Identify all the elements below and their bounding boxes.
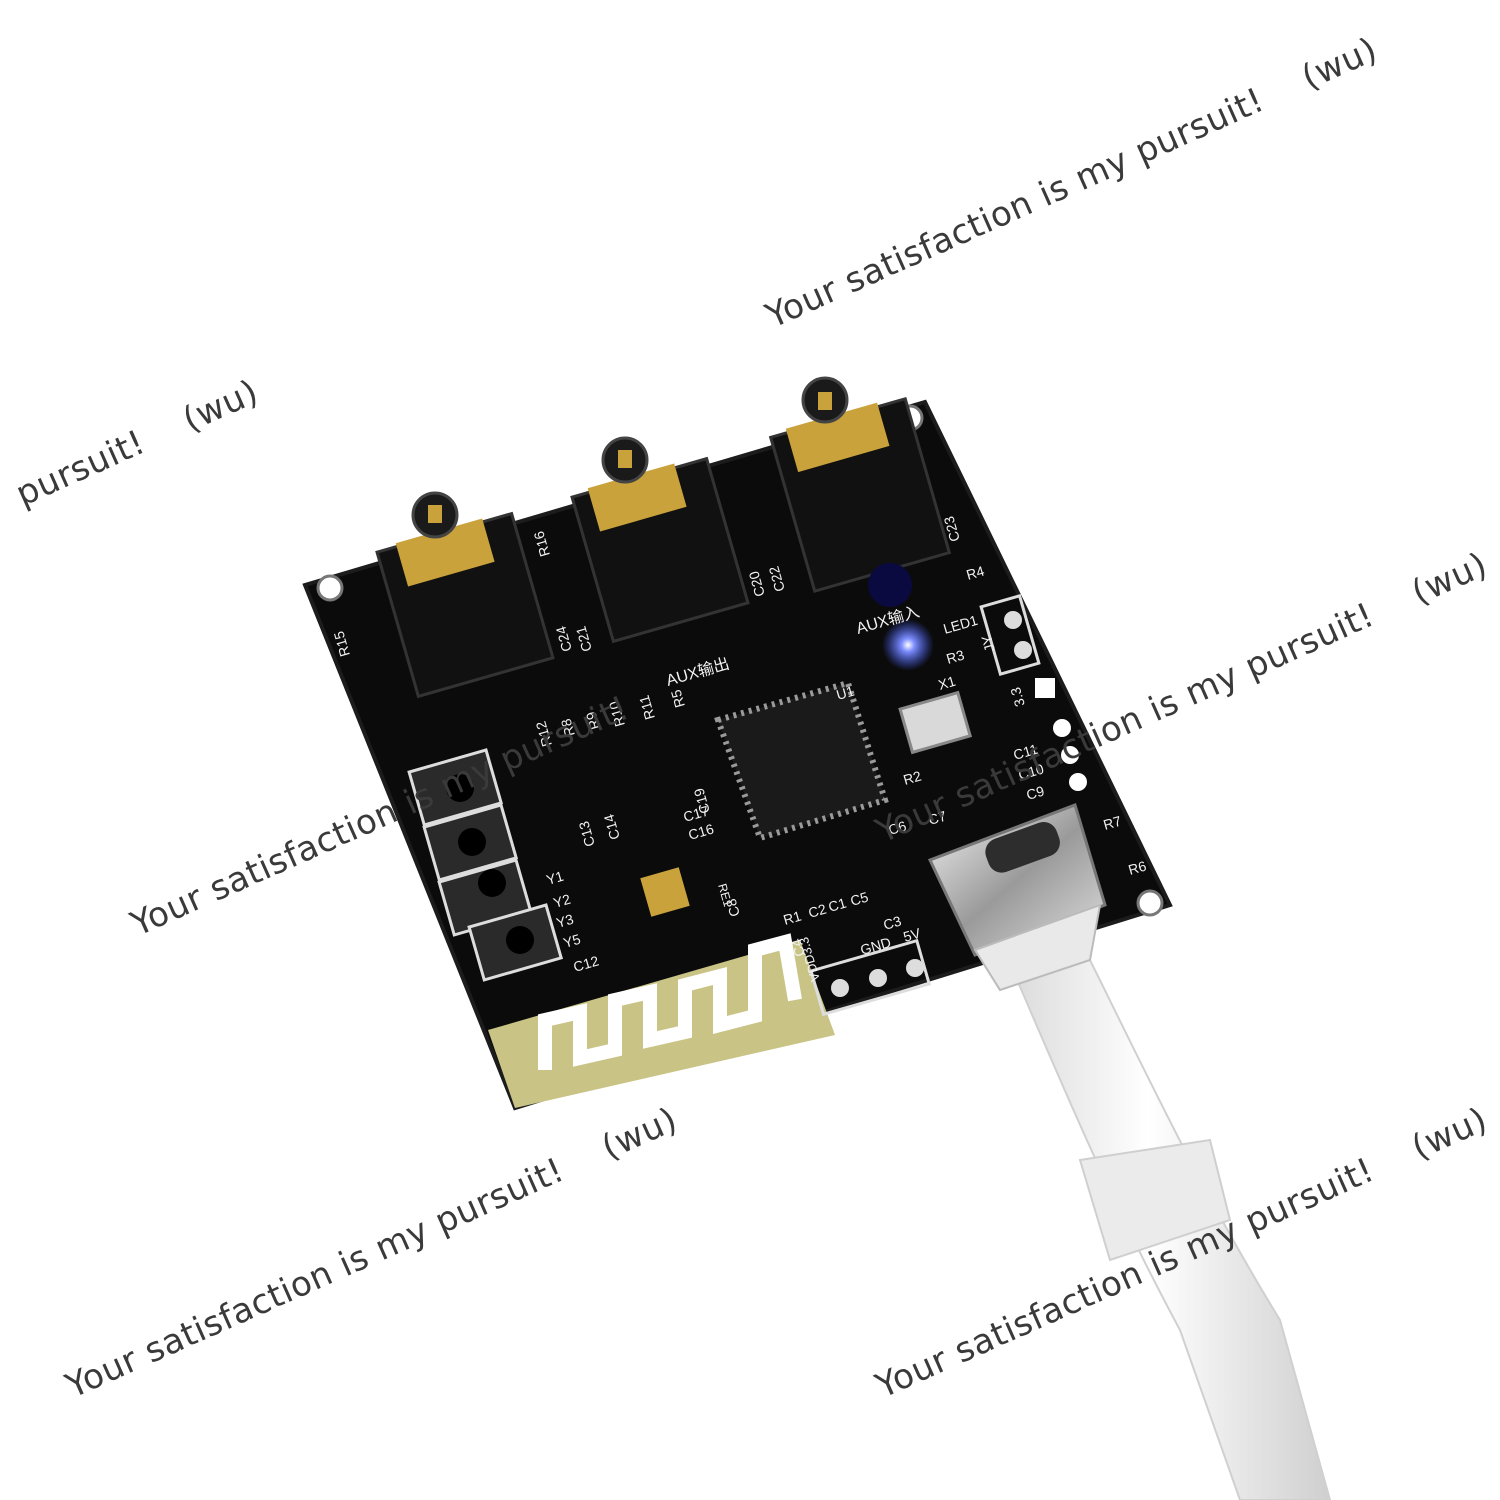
- push-buttons: [407, 748, 564, 982]
- label-r5: R5: [668, 688, 688, 710]
- label-r11: R11: [636, 693, 658, 721]
- label-r16: R16: [530, 529, 553, 558]
- label-c10: C10: [1016, 760, 1045, 783]
- label-c20: C20: [745, 569, 768, 598]
- label-r10: R10: [605, 699, 628, 728]
- mounting-hole: [1136, 889, 1164, 917]
- label-5v: 5V: [901, 925, 923, 945]
- label-c22: C22: [765, 564, 788, 593]
- label-r1: R1: [781, 908, 803, 928]
- label-x1: X1: [936, 673, 957, 693]
- label-c7: C7: [926, 808, 948, 828]
- label-c12: C12: [571, 952, 600, 975]
- label-r15: R15: [330, 629, 353, 658]
- label-c6: C6: [886, 818, 908, 838]
- ufl-connector: [640, 867, 690, 917]
- label-r2: R2: [901, 768, 923, 788]
- audio-jack-2: [570, 436, 750, 644]
- crystal-x1: [898, 690, 973, 755]
- mounting-hole: [316, 574, 344, 602]
- audio-jack-1: [375, 491, 555, 699]
- main-ic-chip: [714, 679, 889, 842]
- label-c19: C19: [690, 786, 713, 815]
- label-y2: Y2: [551, 891, 572, 911]
- label-c16: C16: [686, 820, 715, 843]
- label-r6: R6: [1126, 858, 1148, 878]
- label-r8: R8: [558, 717, 578, 739]
- audio-jack-3: [768, 376, 952, 607]
- label-c21: C21: [572, 624, 595, 653]
- label-y5: Y5: [561, 931, 582, 951]
- label-c9: C9: [1024, 783, 1046, 803]
- label-c24: C24: [552, 624, 575, 653]
- label-r12: R12: [532, 719, 555, 748]
- status-led: [882, 619, 934, 671]
- pcb-board: AUX输入 AUX输出 LED1 R3 X1 U1 R4 JY 3.3 C11 …: [302, 376, 1173, 1111]
- label-c11: C11: [1011, 741, 1039, 763]
- label-r9: R9: [583, 710, 603, 732]
- label-c3: C3: [881, 913, 903, 933]
- label-c1: C1: [826, 895, 848, 915]
- label-r7: R7: [1101, 813, 1123, 833]
- label-c23: C23: [940, 514, 963, 543]
- label-u1: U1: [834, 683, 856, 703]
- usb-cable: [998, 939, 1332, 1500]
- usb-c-connector: [927, 803, 1107, 992]
- label-c13: C13: [575, 819, 598, 848]
- label-c4: C4: [788, 937, 808, 959]
- label-c2: C2: [806, 901, 828, 921]
- bluetooth-antenna: [488, 933, 835, 1108]
- label-c14: C14: [600, 812, 623, 841]
- label-r4: R4: [964, 563, 986, 583]
- label-c17: C17: [681, 802, 710, 825]
- label-3v3: 3.3: [1007, 685, 1028, 708]
- label-r3: R3: [944, 647, 966, 667]
- label-y1: Y1: [544, 868, 565, 888]
- label-re1: RE1: [715, 882, 735, 909]
- header-pads: [809, 593, 1087, 1017]
- label-c8: C8: [723, 897, 743, 919]
- label-jy: JY: [978, 633, 998, 654]
- label-y3: Y3: [554, 911, 575, 931]
- label-c5: C5: [848, 889, 870, 909]
